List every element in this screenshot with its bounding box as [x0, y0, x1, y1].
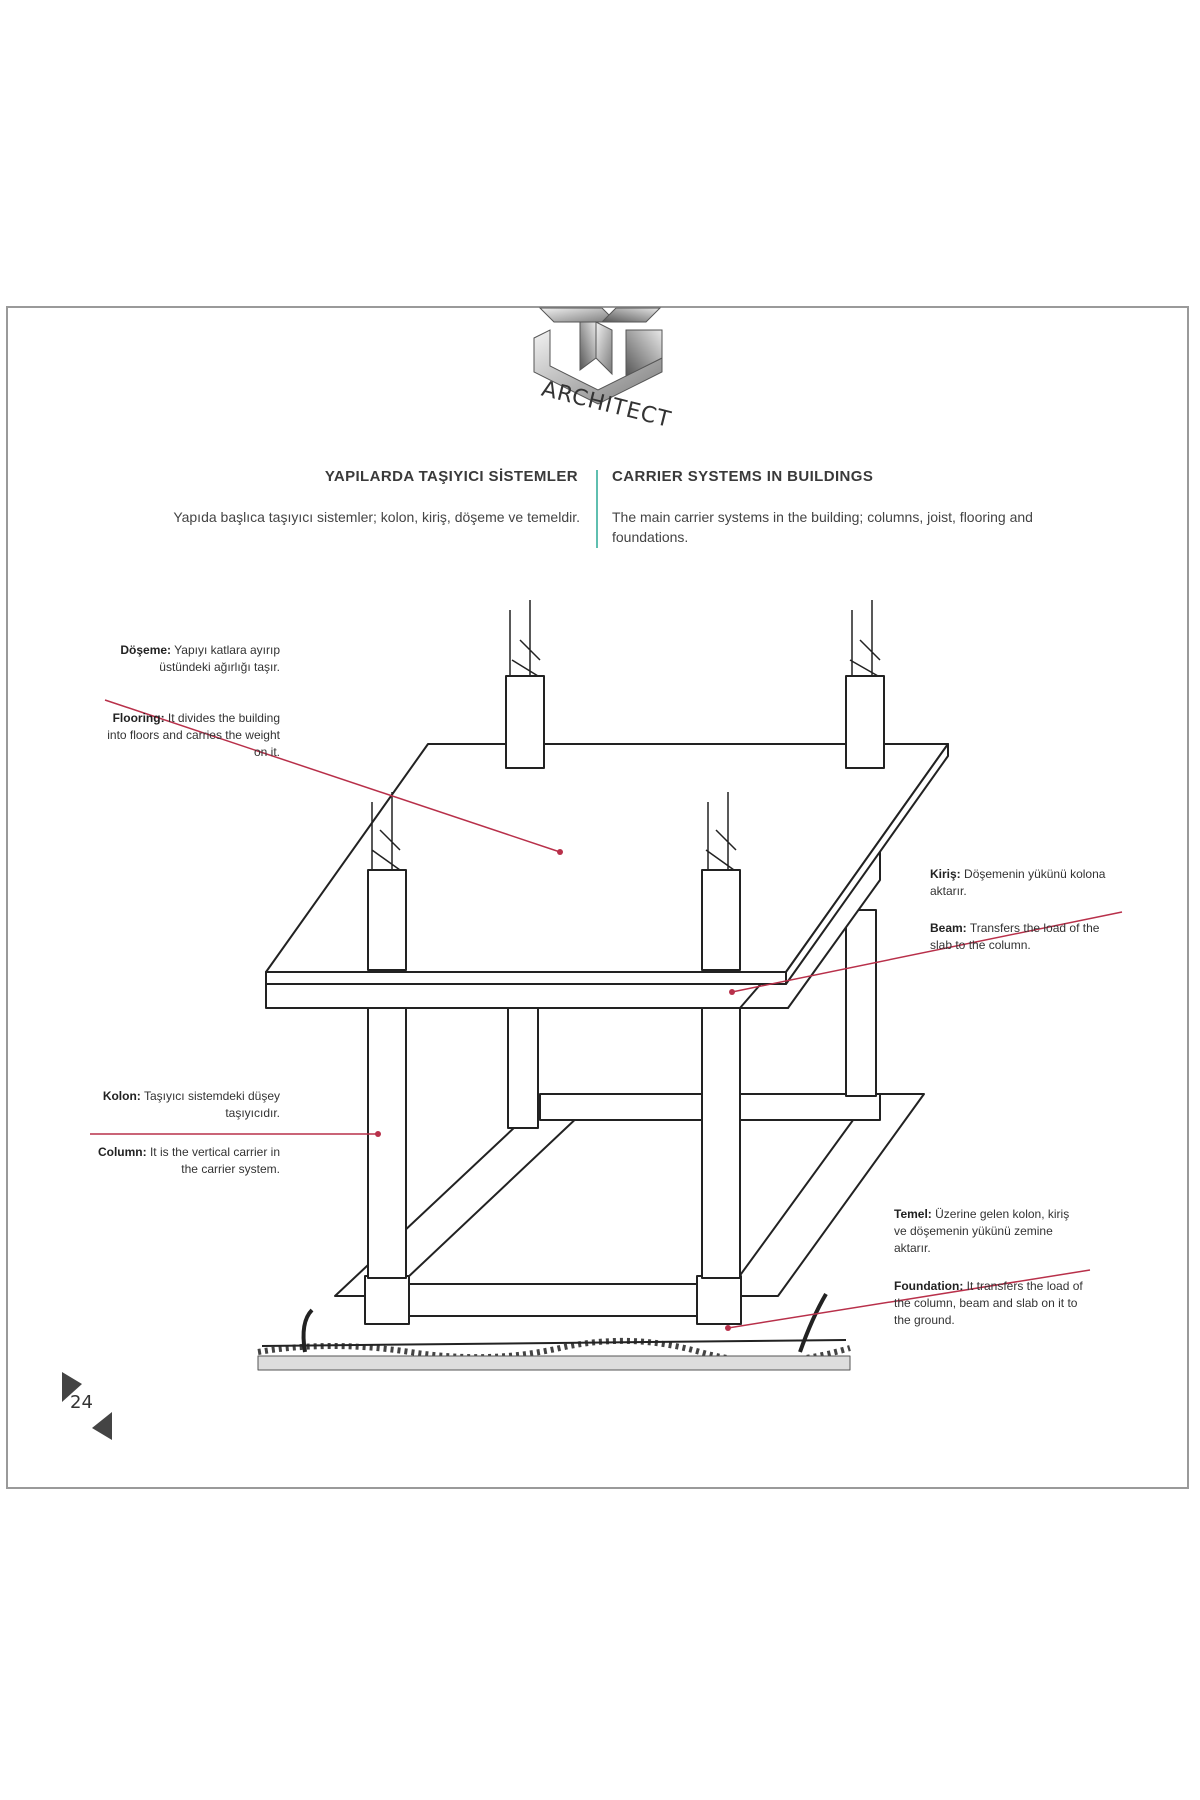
marker-foundation — [725, 1325, 731, 1331]
column-stub-back-right — [845, 600, 885, 769]
column-back-right — [845, 909, 877, 1097]
column-base-front-right — [696, 1275, 742, 1325]
term-beam: Beam: — [930, 921, 967, 935]
callout-beam: Beam: Transfers the load of the slab to … — [930, 920, 1120, 954]
term-doseme: Döşeme: — [120, 643, 172, 657]
term-foundation: Foundation: — [894, 1279, 964, 1293]
callout-kiris: Kiriş: Döşemenin yükünü kolona aktarır. — [930, 866, 1120, 900]
footing-right-long — [724, 1093, 925, 1297]
ground-strip — [257, 1355, 851, 1371]
floor-slab-side — [785, 743, 949, 985]
leader-beam — [731, 911, 1123, 993]
text-doseme: Yapıyı katlara ayırıp üstündeki ağırlığı… — [159, 643, 280, 674]
column-front-right — [701, 1005, 741, 1279]
term-flooring: Flooring: — [112, 711, 165, 725]
marker-flooring — [557, 849, 563, 855]
architect-logo-icon — [533, 307, 663, 405]
marker-beam — [729, 989, 735, 995]
column-stub-front-right — [701, 792, 741, 971]
text-kiris: Döşemenin yükünü kolona aktarır. — [930, 867, 1106, 898]
column-stub-front-left — [367, 792, 407, 971]
text-column: It is the vertical carrier in the carrie… — [149, 1145, 280, 1176]
marker-column — [375, 1131, 381, 1137]
text-kolon: Taşıyıcı sistemdeki düşey taşıyıcıdır. — [143, 1089, 280, 1120]
callout-foundation: Foundation: It transfers the load of the… — [894, 1278, 1084, 1329]
page-triangle-top-icon — [62, 1372, 82, 1402]
term-kiris: Kiriş: — [930, 867, 961, 881]
column-back-left — [507, 1007, 539, 1129]
callout-flooring: Flooring: It divides the building into f… — [98, 710, 280, 761]
callout-doseme: Döşeme: Yapıyı katlara ayırıp üstündeki … — [98, 642, 280, 676]
intro-turkish: Yapıda başlıca taşıyıcı sistemler; kolon… — [173, 509, 580, 525]
column-front-left — [367, 1005, 407, 1279]
title-english: CARRIER SYSTEMS IN BUILDINGS — [612, 468, 874, 485]
intro-english: The main carrier systems in the building… — [612, 509, 1033, 545]
term-temel: Temel: — [894, 1207, 932, 1221]
term-column: Column: — [97, 1145, 147, 1159]
page-triangle-bottom-icon — [92, 1412, 112, 1440]
column-base-front-left — [364, 1275, 410, 1325]
text-temel: Üzerine gelen kolon, kiriş ve döşemenin … — [894, 1207, 1070, 1255]
title-turkish: YAPILARDA TAŞIYICI SİSTEMLER — [324, 468, 578, 485]
footing-front — [397, 1283, 731, 1317]
leader-foundation — [727, 1269, 1091, 1329]
column-stub-back-left — [505, 600, 545, 769]
callout-temel: Temel: Üzerine gelen kolon, kiriş ve döş… — [894, 1206, 1084, 1257]
callout-kolon: Kolon: Taşıyıcı sistemdeki düşey taşıyıc… — [86, 1088, 280, 1122]
callout-column: Column: It is the vertical carrier in th… — [86, 1144, 280, 1178]
leader-flooring — [104, 699, 561, 853]
text-beam: Transfers the load of the slab to the co… — [930, 921, 1100, 952]
floor-slab-edge — [265, 971, 787, 985]
page-number: 24 — [70, 1392, 93, 1413]
text-foundation: It transfers the load of the column, bea… — [894, 1279, 1083, 1327]
term-kolon: Kolon: — [102, 1089, 141, 1103]
text-flooring: It divides the building into floors and … — [107, 711, 280, 759]
header-divider — [596, 470, 598, 548]
